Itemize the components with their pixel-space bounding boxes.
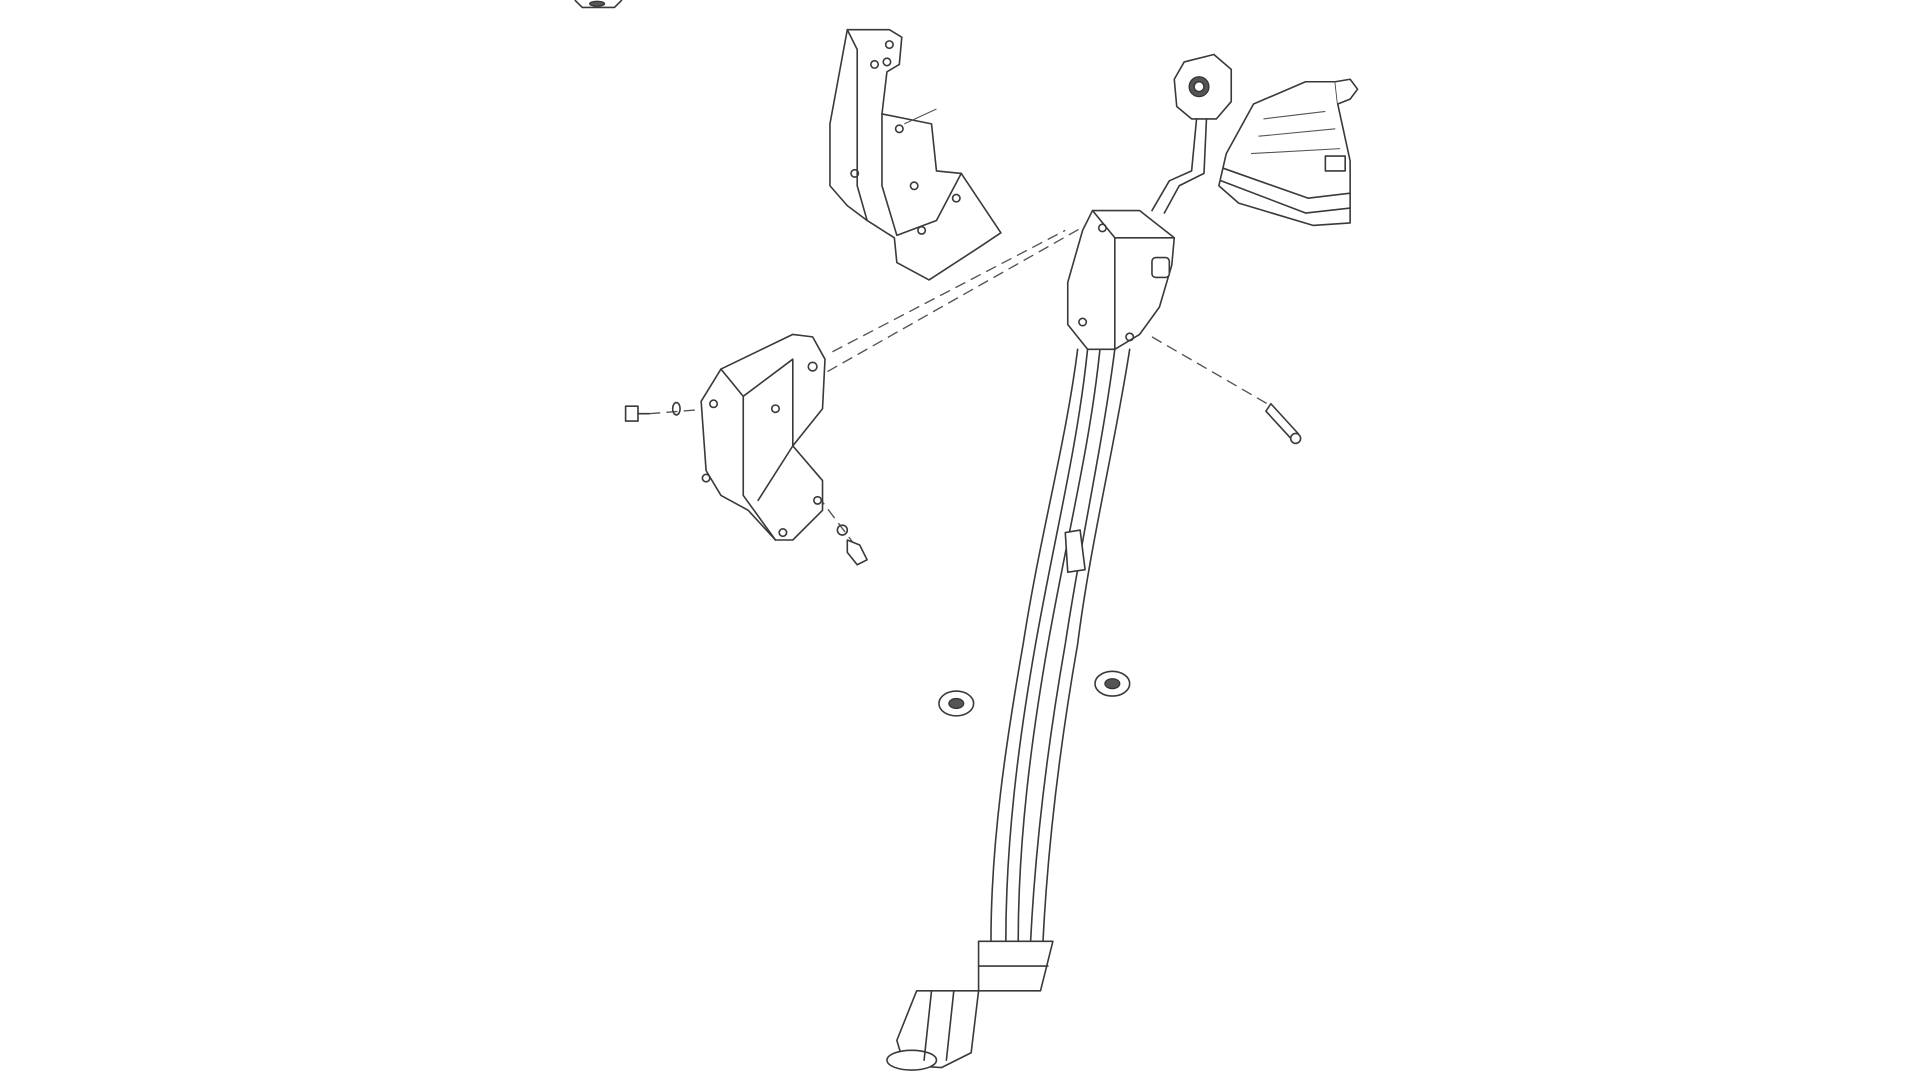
bolt-lower bbox=[836, 524, 868, 566]
cable-harness bbox=[977, 348, 1131, 992]
shift-lever-housing bbox=[1066, 209, 1176, 351]
leader-line bbox=[817, 495, 856, 546]
grommet-right bbox=[1094, 670, 1131, 697]
bracket-side bbox=[700, 333, 826, 541]
shift-knob bbox=[1151, 53, 1233, 214]
leader-line bbox=[649, 408, 712, 415]
grommet-left bbox=[938, 690, 975, 717]
connector bbox=[886, 990, 980, 1071]
pin bbox=[1265, 402, 1302, 445]
leader-line bbox=[832, 229, 1066, 353]
bracket-upper bbox=[829, 28, 1002, 281]
leader-line bbox=[827, 222, 1091, 373]
partial-part-top bbox=[574, 0, 623, 9]
leader-line bbox=[1151, 336, 1277, 410]
shift-boot bbox=[1218, 78, 1359, 227]
bolt-left bbox=[624, 401, 681, 422]
